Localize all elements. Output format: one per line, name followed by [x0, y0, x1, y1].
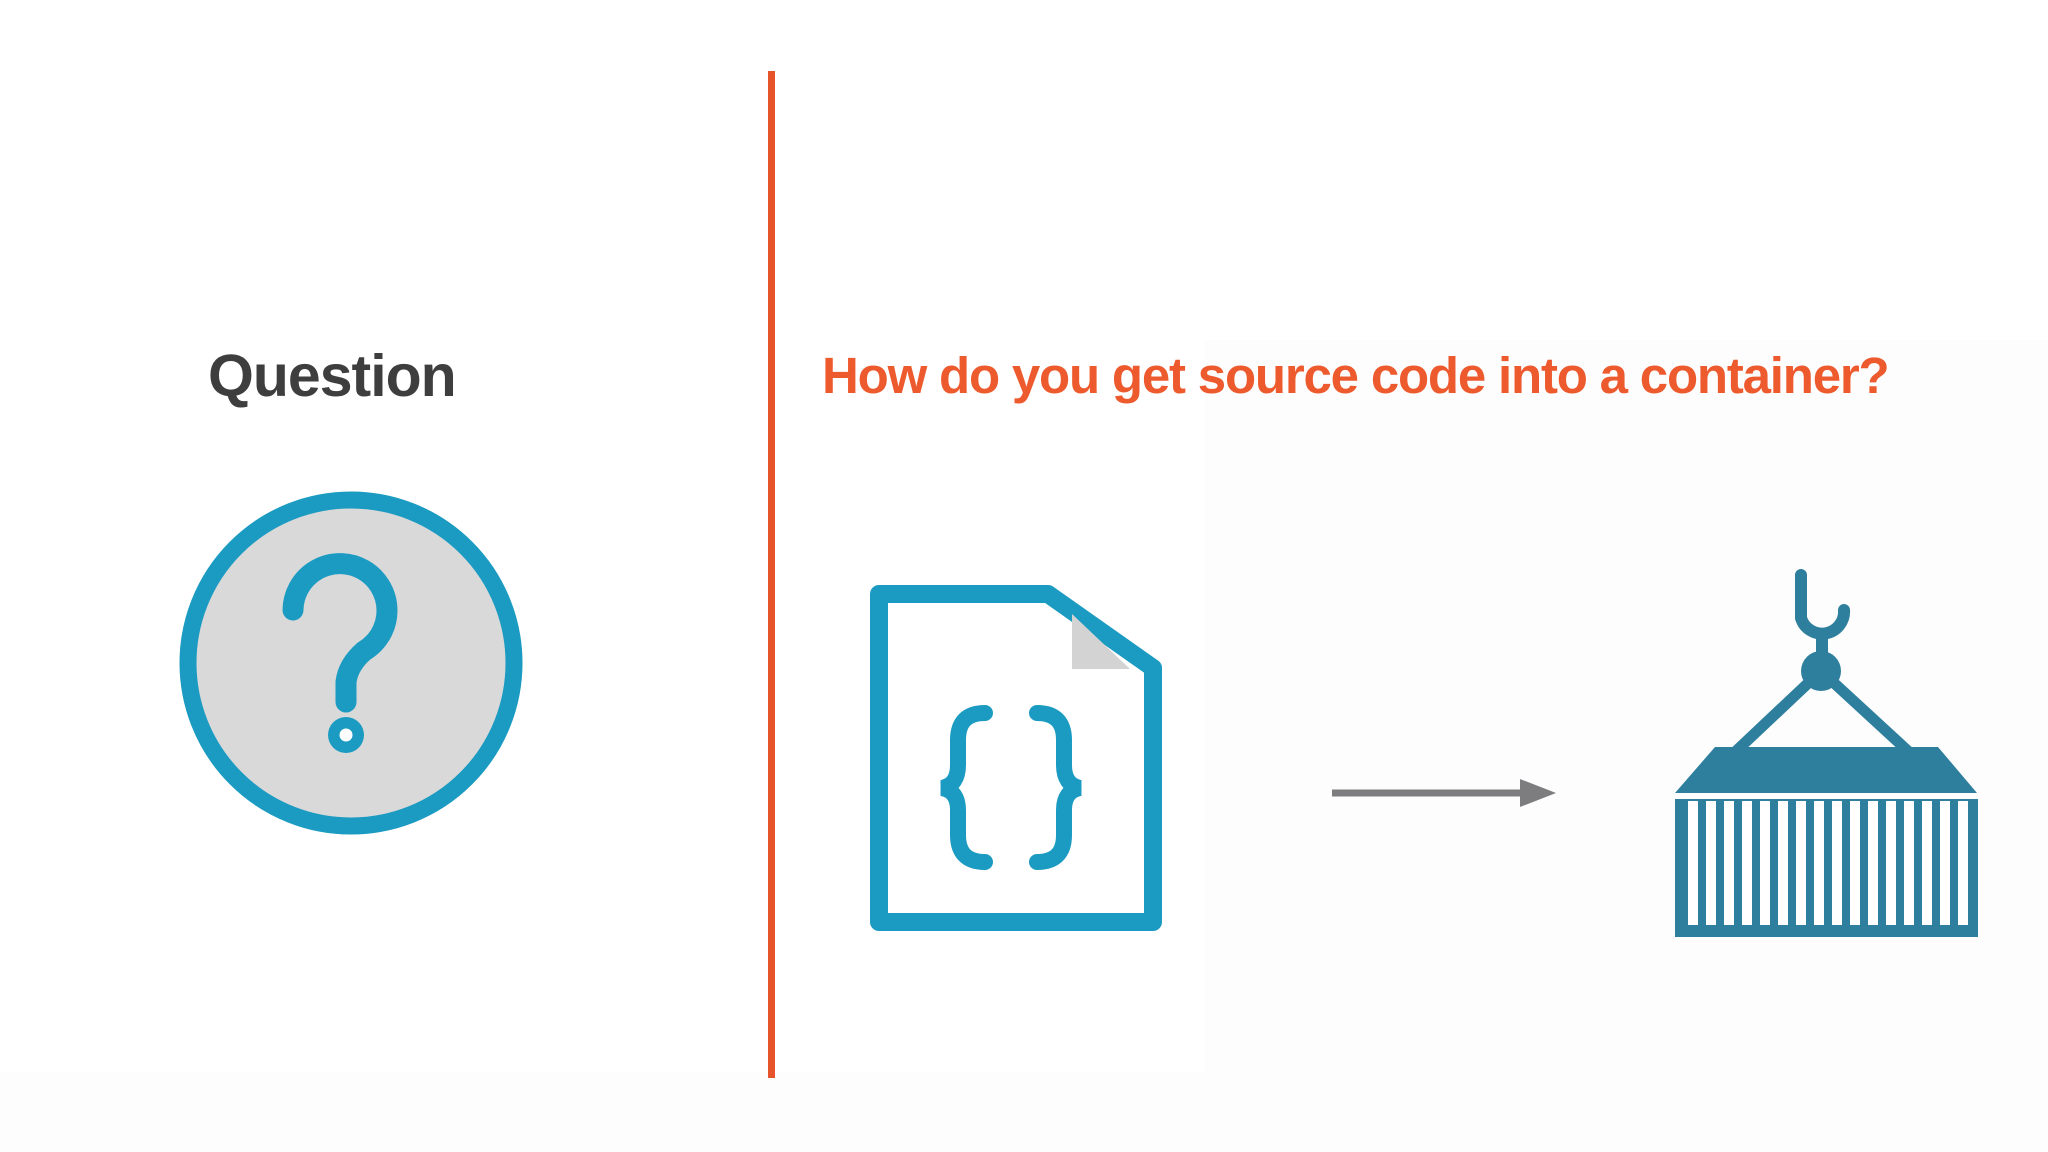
- question-mark-circle-icon: [179, 491, 523, 835]
- vertical-divider: [768, 71, 775, 1078]
- background-shade-right: [1205, 340, 2048, 1072]
- slide-title: Question: [208, 343, 457, 409]
- source-code-file-icon: [870, 585, 1162, 931]
- right-arrow-icon: [1332, 779, 1556, 807]
- question-heading: How do you get source code into a contai…: [822, 347, 1890, 404]
- background-shade-bottom: [0, 1072, 2048, 1152]
- shipping-container-crane-icon: [1675, 569, 1978, 937]
